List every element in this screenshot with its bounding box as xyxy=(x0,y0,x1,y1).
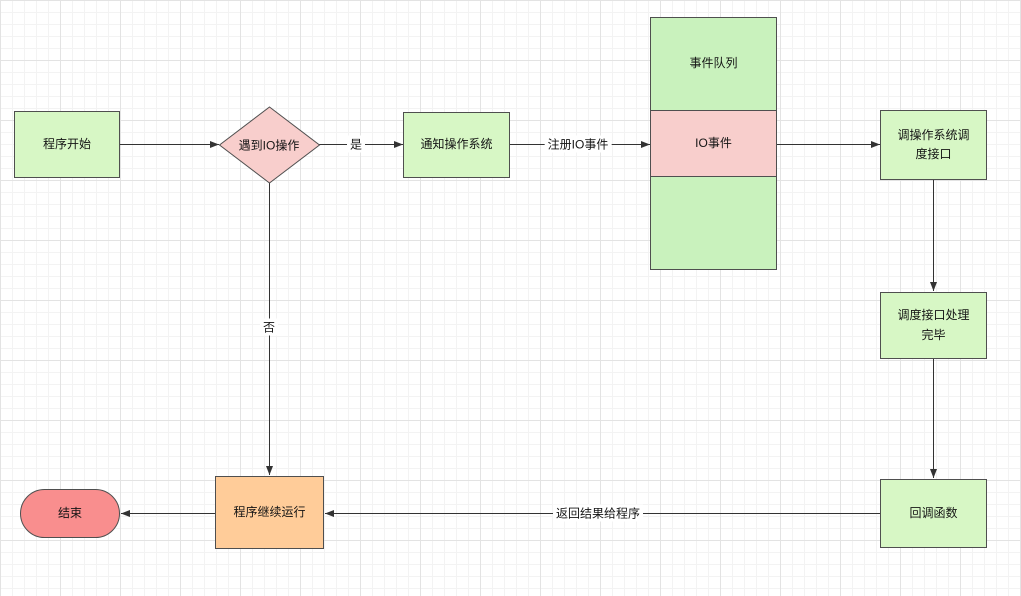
event-queue-label: 事件队列 xyxy=(689,56,738,71)
node-event-queue: 事件队列 IO事件 xyxy=(650,17,777,270)
edge-label-register-io: 注册IO事件 xyxy=(544,135,612,153)
node-callback: 回调函数 xyxy=(880,479,987,548)
call-scheduler-label: 调操作系统调度接口 xyxy=(897,127,970,161)
program-continue-label: 程序继续运行 xyxy=(233,504,306,519)
node-io-decision: 遇到IO操作 xyxy=(239,137,300,154)
io-decision-label: 遇到IO操作 xyxy=(238,138,300,153)
notify-os-label: 通知操作系统 xyxy=(420,137,493,152)
scheduler-done-label: 调度接口处理完毕 xyxy=(897,308,970,342)
event-queue-bottom-area xyxy=(651,177,776,269)
node-end: 结束 xyxy=(20,489,120,538)
node-call-scheduler: 调操作系统调度接口 xyxy=(880,110,987,180)
callback-label: 回调函数 xyxy=(909,505,958,520)
node-program-start: 程序开始 xyxy=(14,111,120,178)
edge-label-yes: 是 xyxy=(346,135,366,153)
end-label: 结束 xyxy=(57,505,82,520)
io-event-label: IO事件 xyxy=(695,135,732,150)
edge-label-return-result: 返回结果给程序 xyxy=(552,504,644,522)
node-program-continue: 程序继续运行 xyxy=(215,476,324,549)
edge-label-no: 否 xyxy=(259,318,279,336)
node-notify-os: 通知操作系统 xyxy=(403,112,510,178)
node-scheduler-done: 调度接口处理完毕 xyxy=(880,292,987,359)
event-queue-title-area: 事件队列 xyxy=(651,18,776,110)
program-start-label: 程序开始 xyxy=(42,136,91,151)
node-io-event-band: IO事件 xyxy=(651,110,776,177)
